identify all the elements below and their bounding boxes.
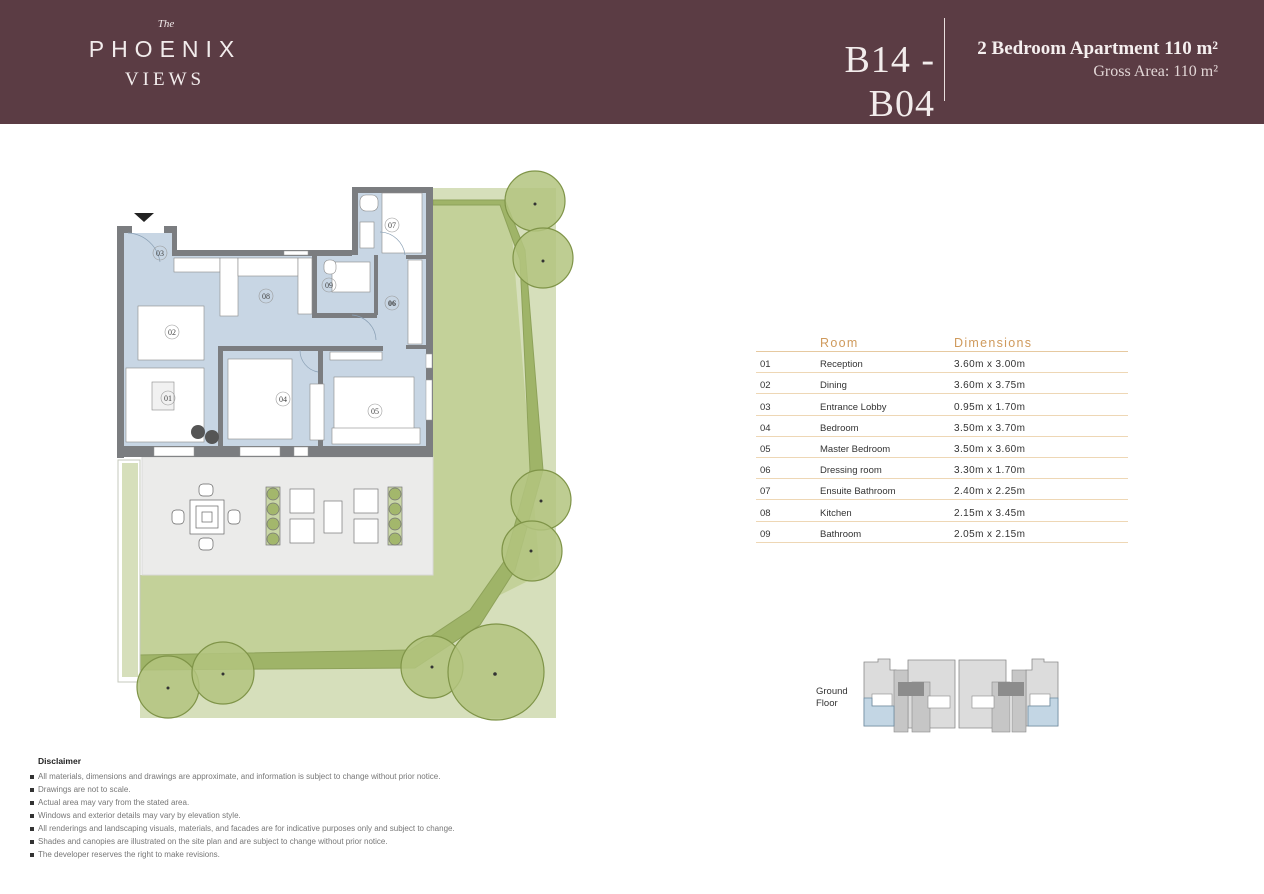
svg-text:04: 04: [279, 395, 287, 404]
room-number: 07: [760, 486, 771, 498]
brand-name: PHOENIX: [88, 36, 242, 62]
svg-text:06: 06: [388, 299, 396, 308]
floor-plan: 01 02 03 04 05 06 07 08 09: [117, 170, 574, 721]
unit-type: 2 Bedroom Apartment 110 m²: [977, 38, 1218, 59]
svg-text:03: 03: [156, 249, 164, 258]
header-room: Room: [820, 336, 859, 350]
header-divider: [944, 18, 945, 101]
room-dimensions: 3.50m x 3.60m: [954, 443, 1026, 455]
svg-text:02: 02: [168, 328, 176, 337]
header-banner: The PHOENIX VIEWS B14 - B04 2 Bedroom Ap…: [0, 0, 1264, 125]
table-row: 02 Dining 3.60m x 3.75m: [756, 373, 1128, 395]
key-plan-label-line1: Ground: [816, 686, 848, 697]
table-header: Room Dimensions: [756, 336, 1128, 352]
disclaimer-item: Shades and canopies are illustrated on t…: [30, 835, 590, 848]
unit-code: B14 - B04: [844, 39, 935, 125]
room-dimensions: 3.30m x 1.70m: [954, 465, 1026, 477]
table-row: 03 Entrance Lobby 0.95m x 1.70m: [756, 394, 1128, 416]
entrance-arrow-icon: [134, 213, 154, 222]
svg-text:08: 08: [262, 292, 270, 301]
room-number: 09: [760, 528, 771, 540]
room-name: Kitchen: [820, 507, 852, 519]
disclaimer: Disclaimer All materials, dimensions and…: [30, 756, 590, 861]
room-number: 04: [760, 422, 771, 434]
room-number: 08: [760, 507, 771, 519]
disclaimer-item: Drawings are not to scale.: [30, 783, 590, 796]
room-name: Dressing room: [820, 465, 882, 477]
table-row: 05 Master Bedroom 3.50m x 3.60m: [756, 437, 1128, 458]
room-name: Entrance Lobby: [820, 401, 887, 413]
room-schedule-table: Room Dimensions 01 Reception 3.60m x 3.00m…: [756, 336, 1128, 543]
interior-furniture: [125, 192, 423, 445]
svg-text:09: 09: [325, 281, 333, 290]
room-dimensions: 2.40m x 2.25m: [954, 486, 1026, 498]
brand-suffix: VIEWS: [124, 69, 206, 90]
disclaimer-item: All renderings and landscaping visuals, …: [30, 822, 590, 835]
brand-logo: The PHOENIX VIEWS: [60, 18, 270, 91]
tree-centers: [166, 202, 545, 690]
room-dimensions: 3.50m x 3.70m: [954, 422, 1026, 434]
table-row: 09 Bathroom 2.05m x 2.15m: [756, 522, 1128, 543]
indoor-plants: [191, 425, 219, 444]
windows: [153, 250, 433, 457]
svg-text:07: 07: [388, 221, 396, 230]
room-labels: 01 02 03 04 05 06 07 08 09: [152, 217, 400, 419]
room-number: 03: [760, 401, 771, 413]
room-dimensions: 0.95m x 1.70m: [954, 401, 1026, 413]
room-name: Reception: [820, 359, 863, 371]
room-name: Ensuite Bathroom: [820, 486, 896, 498]
table-row: 04 Bedroom 3.50m x 3.70m: [756, 416, 1128, 437]
svg-text:01: 01: [164, 394, 172, 403]
table-row: 07 Ensuite Bathroom 2.40m x 2.25m: [756, 479, 1128, 501]
key-plan-label-line2: Floor: [816, 698, 838, 709]
key-plan: [863, 658, 1059, 733]
gross-area: Gross Area: 110 m²: [1093, 63, 1218, 80]
room-dimensions: 3.60m x 3.75m: [954, 380, 1026, 392]
table-row: 01 Reception 3.60m x 3.00m: [756, 352, 1128, 374]
room-dimensions: 2.15m x 3.45m: [954, 507, 1026, 519]
svg-text:05: 05: [371, 407, 379, 416]
room-dimensions: 2.05m x 2.15m: [954, 528, 1026, 540]
header-dimensions: Dimensions: [954, 336, 1033, 350]
door-swings: [127, 231, 406, 373]
disclaimer-item: The developer reserves the right to make…: [30, 848, 590, 861]
room-name: Master Bedroom: [820, 443, 891, 455]
disclaimer-item: Actual area may vary from the stated are…: [30, 796, 590, 809]
table-row: 06 Dressing room 3.30m x 1.70m: [756, 458, 1128, 480]
room-number: 06: [760, 465, 771, 477]
room-number: 01: [760, 359, 771, 371]
disclaimer-item: All materials, dimensions and drawings a…: [30, 770, 590, 783]
table-row: 08 Kitchen 2.15m x 3.45m: [756, 500, 1128, 522]
outdoor-dining-set: [171, 483, 241, 551]
room-number: 05: [760, 443, 771, 455]
room-name: Bathroom: [820, 528, 862, 540]
disclaimer-item: Windows and exterior details may vary by…: [30, 809, 590, 822]
brand-prefix: The: [157, 18, 175, 30]
key-plan-label: Ground Floor: [816, 686, 848, 710]
room-name: Dining: [820, 380, 847, 392]
outdoor-lounge-set: [265, 486, 403, 546]
room-dimensions: 3.60m x 3.00m: [954, 359, 1026, 371]
disclaimer-title: Disclaimer: [38, 756, 81, 766]
disclaimer-list: All materials, dimensions and drawings a…: [30, 770, 590, 861]
room-number: 02: [760, 380, 771, 392]
room-name: Bedroom: [820, 422, 859, 434]
